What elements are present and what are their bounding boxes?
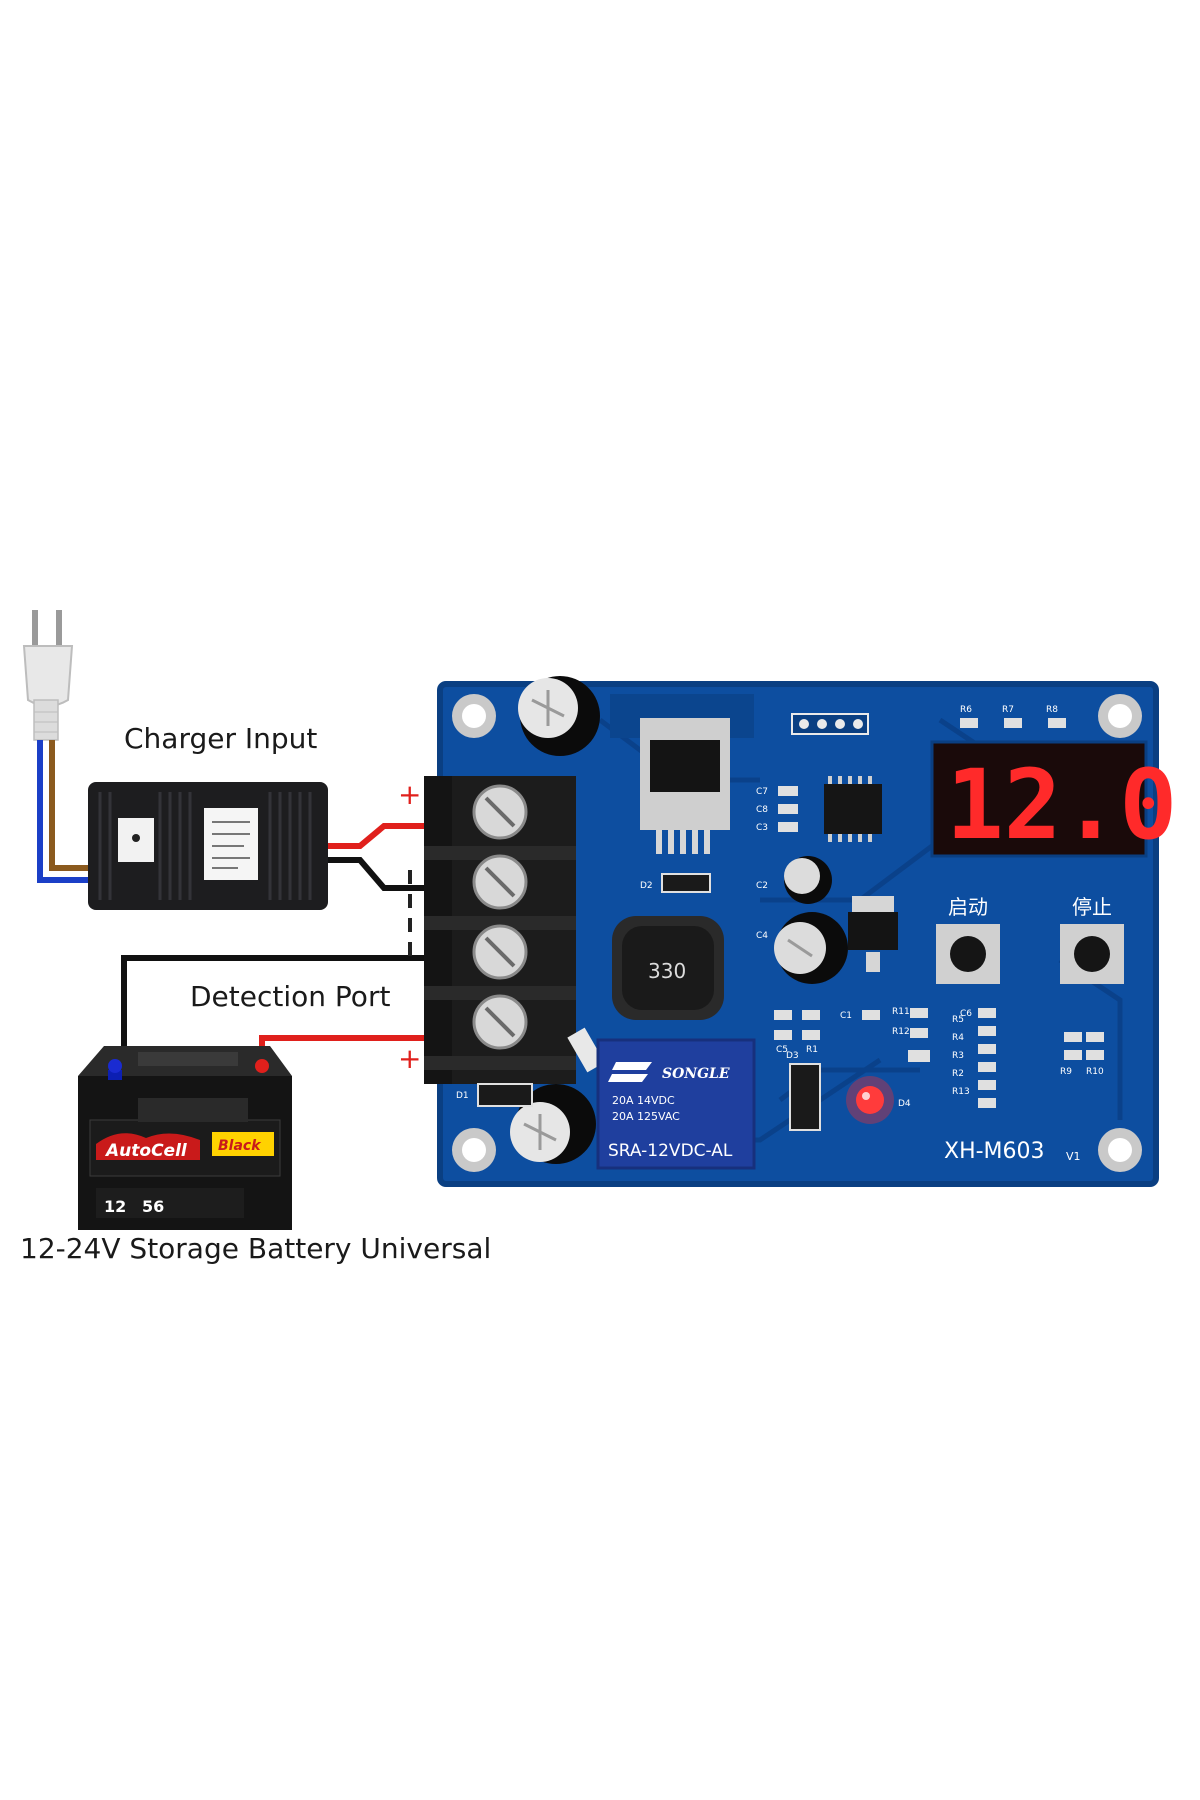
mounting-hole-tl bbox=[452, 694, 496, 738]
inductor-330 bbox=[612, 916, 724, 1020]
battery-capacity-text: 56 bbox=[142, 1197, 164, 1216]
capacitor-c4 bbox=[774, 912, 848, 984]
silkscreen-c2: C2 bbox=[756, 881, 768, 891]
silkscreen-d4: D4 bbox=[898, 1099, 911, 1109]
silkscreen-r6: R6 bbox=[960, 705, 972, 715]
battery-voltage-text: 12 bbox=[104, 1197, 126, 1216]
silkscreen-r8: R8 bbox=[1046, 705, 1058, 715]
silkscreen-c6: C6 bbox=[960, 1009, 972, 1019]
battery-badge-text: Black bbox=[218, 1138, 262, 1154]
status-led bbox=[846, 1076, 894, 1124]
stop-button[interactable] bbox=[1060, 924, 1124, 984]
silkscreen-c7: C7 bbox=[756, 787, 768, 797]
relay-brand-text: SONGLE bbox=[662, 1066, 730, 1082]
relay-rating-2-text: 20A 125VAC bbox=[612, 1110, 680, 1123]
header-pins bbox=[791, 713, 869, 735]
battery-icon bbox=[78, 1046, 292, 1230]
plus-sign-bottom: + bbox=[398, 1042, 421, 1075]
board-version-text: V1 bbox=[1066, 1150, 1081, 1163]
start-button-label: 启动 bbox=[948, 895, 988, 919]
mains-cable-blue bbox=[37, 740, 92, 883]
diode-d2 bbox=[661, 873, 711, 893]
silkscreen-c4: C4 bbox=[756, 931, 768, 941]
plus-sign-top: + bbox=[398, 778, 421, 811]
silkscreen-r9: R9 bbox=[1060, 1067, 1072, 1077]
silkscreen-r13: R13 bbox=[952, 1087, 970, 1097]
relay-block bbox=[596, 1038, 756, 1170]
relay-rating-1-text: 20A 14VDC bbox=[612, 1094, 675, 1107]
start-button[interactable] bbox=[936, 924, 1000, 984]
mounting-hole-tr bbox=[1098, 694, 1142, 738]
silkscreen-c1: C1 bbox=[840, 1011, 852, 1021]
battery-caption-label: 12-24V Storage Battery Universal bbox=[20, 1232, 492, 1265]
silkscreen-c8: C8 bbox=[756, 805, 768, 815]
battery-brand-text: AutoCell bbox=[104, 1141, 188, 1161]
silkscreen-r12: R12 bbox=[892, 1027, 910, 1037]
charger-adapter-icon bbox=[88, 782, 328, 910]
wire-battery-negative bbox=[121, 955, 470, 1070]
silkscreen-c5: C5 bbox=[776, 1045, 788, 1055]
silkscreen-r7: R7 bbox=[1002, 705, 1014, 715]
smd-components bbox=[774, 718, 1104, 1108]
silkscreen-r2: R2 bbox=[952, 1069, 964, 1079]
capacitor-top bbox=[518, 676, 600, 756]
capacitor-bottom bbox=[510, 1084, 596, 1164]
voltage-regulator-chip bbox=[640, 718, 730, 854]
silkscreen-r1: R1 bbox=[806, 1045, 818, 1055]
inductor-code-text: 330 bbox=[648, 959, 686, 983]
screw-terminal-block bbox=[424, 776, 605, 1084]
diode-d3 bbox=[789, 1063, 821, 1131]
diode-d1 bbox=[477, 1083, 533, 1107]
detection-port-label: Detection Port bbox=[190, 980, 391, 1013]
silkscreen-d3: D3 bbox=[786, 1051, 799, 1061]
silkscreen-d2: D2 bbox=[640, 881, 653, 891]
silkscreen-r4: R4 bbox=[952, 1033, 964, 1043]
silkscreen-d1: D1 bbox=[456, 1091, 469, 1101]
seven-segment-display bbox=[930, 740, 1148, 858]
silkscreen-r3: R3 bbox=[952, 1051, 964, 1061]
display-value-text: 12.0 bbox=[946, 749, 1177, 861]
mounting-hole-bl bbox=[452, 1128, 496, 1172]
silkscreen-c3: C3 bbox=[756, 823, 768, 833]
silkscreen-r10: R10 bbox=[1086, 1067, 1104, 1077]
mains-cable-brown bbox=[49, 740, 92, 871]
microcontroller-chip bbox=[824, 776, 882, 842]
charger-input-label: Charger Input bbox=[124, 722, 318, 755]
silkscreen-r5: R5 bbox=[952, 1015, 964, 1025]
silkscreen-r11: R11 bbox=[892, 1007, 910, 1017]
capacitor-c2 bbox=[784, 856, 832, 904]
board-model-text: XH-M603 bbox=[944, 1139, 1045, 1164]
mounting-hole-br bbox=[1098, 1128, 1142, 1172]
stop-button-label: 停止 bbox=[1072, 895, 1112, 919]
ac-plug-icon bbox=[22, 610, 74, 741]
relay-model-text: SRA-12VDC-AL bbox=[608, 1141, 733, 1161]
small-regulator-chip bbox=[848, 896, 898, 972]
